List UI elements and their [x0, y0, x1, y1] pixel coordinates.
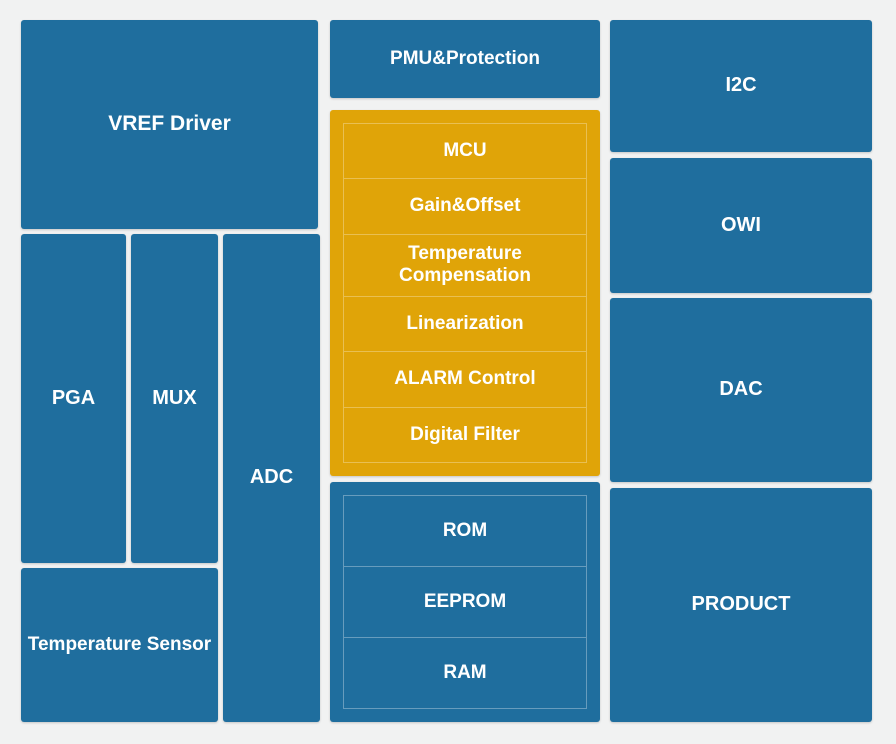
block-digital-filter[interactable]: Digital Filter: [344, 406, 586, 462]
block-label: I2C: [725, 74, 757, 97]
block-alarm-control[interactable]: ALARM Control: [344, 351, 586, 406]
block-label: DAC: [719, 378, 763, 401]
block-label: MCU: [443, 140, 487, 161]
block-label: MUX: [152, 386, 197, 409]
block-gain-offset[interactable]: Gain&Offset: [344, 178, 586, 233]
block-pga[interactable]: PGA: [21, 234, 126, 563]
block-label: Temperature Sensor: [27, 633, 212, 655]
block-linearization[interactable]: Linearization: [344, 295, 586, 351]
block-label: Linearization: [406, 312, 524, 334]
block-eeprom[interactable]: EEPROM: [344, 566, 586, 637]
block-label: Gain&Offset: [409, 195, 521, 217]
block-mcu[interactable]: MCU: [344, 124, 586, 178]
block-label: RAM: [443, 661, 487, 683]
block-temperature-compensation[interactable]: Temperature Compensation: [344, 233, 586, 296]
block-vref-driver[interactable]: VREF Driver: [21, 20, 318, 229]
block-label: VREF Driver: [108, 112, 231, 136]
block-label: OWI: [721, 213, 761, 236]
group-memory-inner: ROM EEPROM RAM: [343, 495, 587, 709]
block-mux[interactable]: MUX: [131, 234, 218, 563]
block-label: PMU&Protection: [390, 47, 540, 69]
group-digital-core-inner: MCU Gain&Offset Temperature Compensation…: [343, 123, 587, 463]
block-label: ADC: [249, 466, 294, 489]
group-memory: ROM EEPROM RAM: [330, 482, 600, 722]
block-owi[interactable]: OWI: [610, 158, 872, 293]
block-dac[interactable]: DAC: [610, 298, 872, 482]
block-label: PGA: [51, 386, 96, 409]
block-i2c[interactable]: I2C: [610, 20, 872, 152]
block-label: ALARM Control: [394, 368, 536, 390]
block-product[interactable]: PRODUCT: [610, 488, 872, 722]
block-ram[interactable]: RAM: [344, 637, 586, 708]
block-label: ROM: [442, 519, 488, 541]
block-label: PRODUCT: [691, 593, 791, 616]
block-temperature-sensor[interactable]: Temperature Sensor: [21, 568, 218, 722]
block-label: EEPROM: [423, 590, 507, 612]
block-label: Temperature Compensation: [399, 242, 531, 287]
block-pmu-protection[interactable]: PMU&Protection: [330, 20, 600, 98]
block-rom[interactable]: ROM: [344, 496, 586, 566]
group-digital-core: MCU Gain&Offset Temperature Compensation…: [330, 110, 600, 476]
block-label: Digital Filter: [410, 423, 520, 445]
block-adc[interactable]: ADC: [223, 234, 320, 722]
